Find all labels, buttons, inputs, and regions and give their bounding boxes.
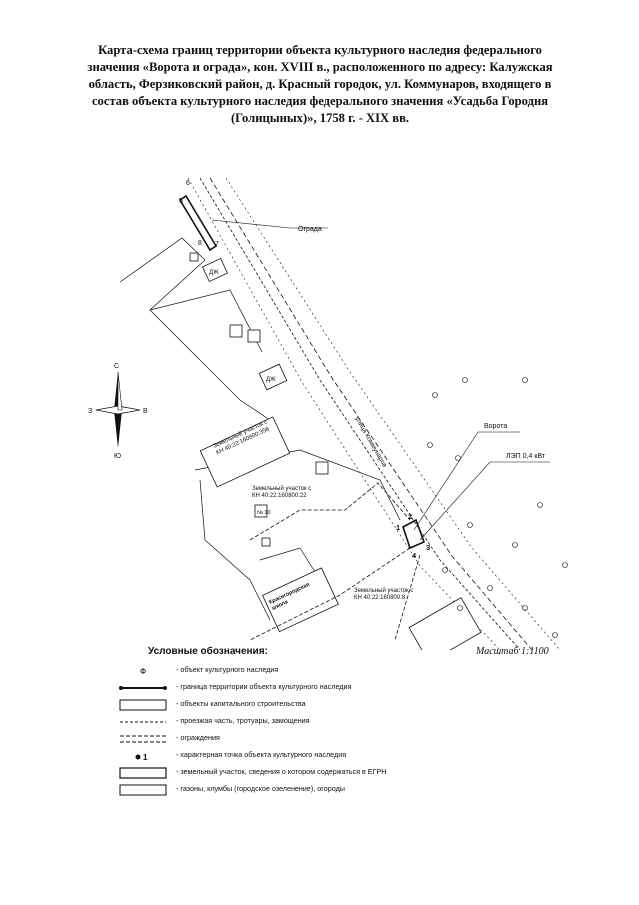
map-scale: Масштаб 1:1100 [476, 646, 549, 657]
legend-item: - проезжая часть, тротуары, замощения [118, 715, 498, 729]
lawn-icon [119, 784, 167, 796]
label-building-num: № 10 [257, 510, 271, 516]
compass-n: С [114, 363, 119, 370]
site-map: С Ю З В [88, 177, 568, 650]
legend-item: Ф - объект культурного наследия [118, 664, 498, 678]
legend-item: - газоны, клумбы (городское озеленение),… [118, 783, 498, 797]
fence-icon [120, 735, 166, 743]
map-title: Карта-схема границ территории объекта ку… [87, 43, 553, 125]
legend-item: - ограждения [118, 732, 498, 746]
buildings [189, 252, 482, 650]
point-3: 3 [426, 543, 430, 552]
road-lines [187, 177, 561, 650]
fence-lines [249, 482, 421, 641]
point-1: 1 [396, 523, 400, 532]
label-power-line: ЛЭП 0,4 кВт [506, 453, 546, 460]
label-gate: Ворота [484, 423, 507, 430]
green-areas [427, 377, 568, 638]
svg-text:1: 1 [143, 753, 148, 762]
legend-title: Условные обозначения: [148, 646, 268, 657]
label-fence: Ограда [298, 226, 322, 233]
building-icon [119, 699, 167, 711]
boundary-line-icon [119, 686, 167, 690]
point-icon: 1 [135, 753, 148, 762]
fence-callout [211, 219, 328, 229]
compass-e: В [143, 408, 148, 415]
label-house-2: ДЖ [266, 377, 276, 383]
point-4: 4 [412, 551, 417, 560]
point-8: 8 [198, 240, 202, 247]
compass-s: Ю [114, 453, 121, 460]
legend-item: 1 - характерная точка объекта культурног… [118, 749, 498, 763]
heritage-object-icon: Ф [140, 667, 146, 676]
north-arrow-icon: С Ю З В [88, 363, 148, 460]
power-callout [419, 461, 550, 541]
label-street: улица Коммунаров [353, 416, 388, 470]
land-plot-icon [119, 767, 167, 779]
point-5: 5 [179, 198, 183, 205]
point-2: 2 [408, 512, 412, 521]
point-6: 6 [186, 180, 190, 187]
road-icon [120, 721, 166, 723]
label-house-1: ДЖ [209, 270, 219, 276]
gate-callout [413, 431, 520, 531]
point-7: 7 [215, 241, 219, 248]
legend-item: - объекты капитального строительства [118, 698, 498, 712]
legend-item: - земельный участок, сведения о котором … [118, 766, 498, 780]
compass-w: З [88, 408, 92, 415]
legend-item: - граница территории объекта культурного… [118, 681, 498, 695]
heritage-boundary [178, 194, 426, 550]
svg-text:Ф: Ф [140, 667, 146, 676]
